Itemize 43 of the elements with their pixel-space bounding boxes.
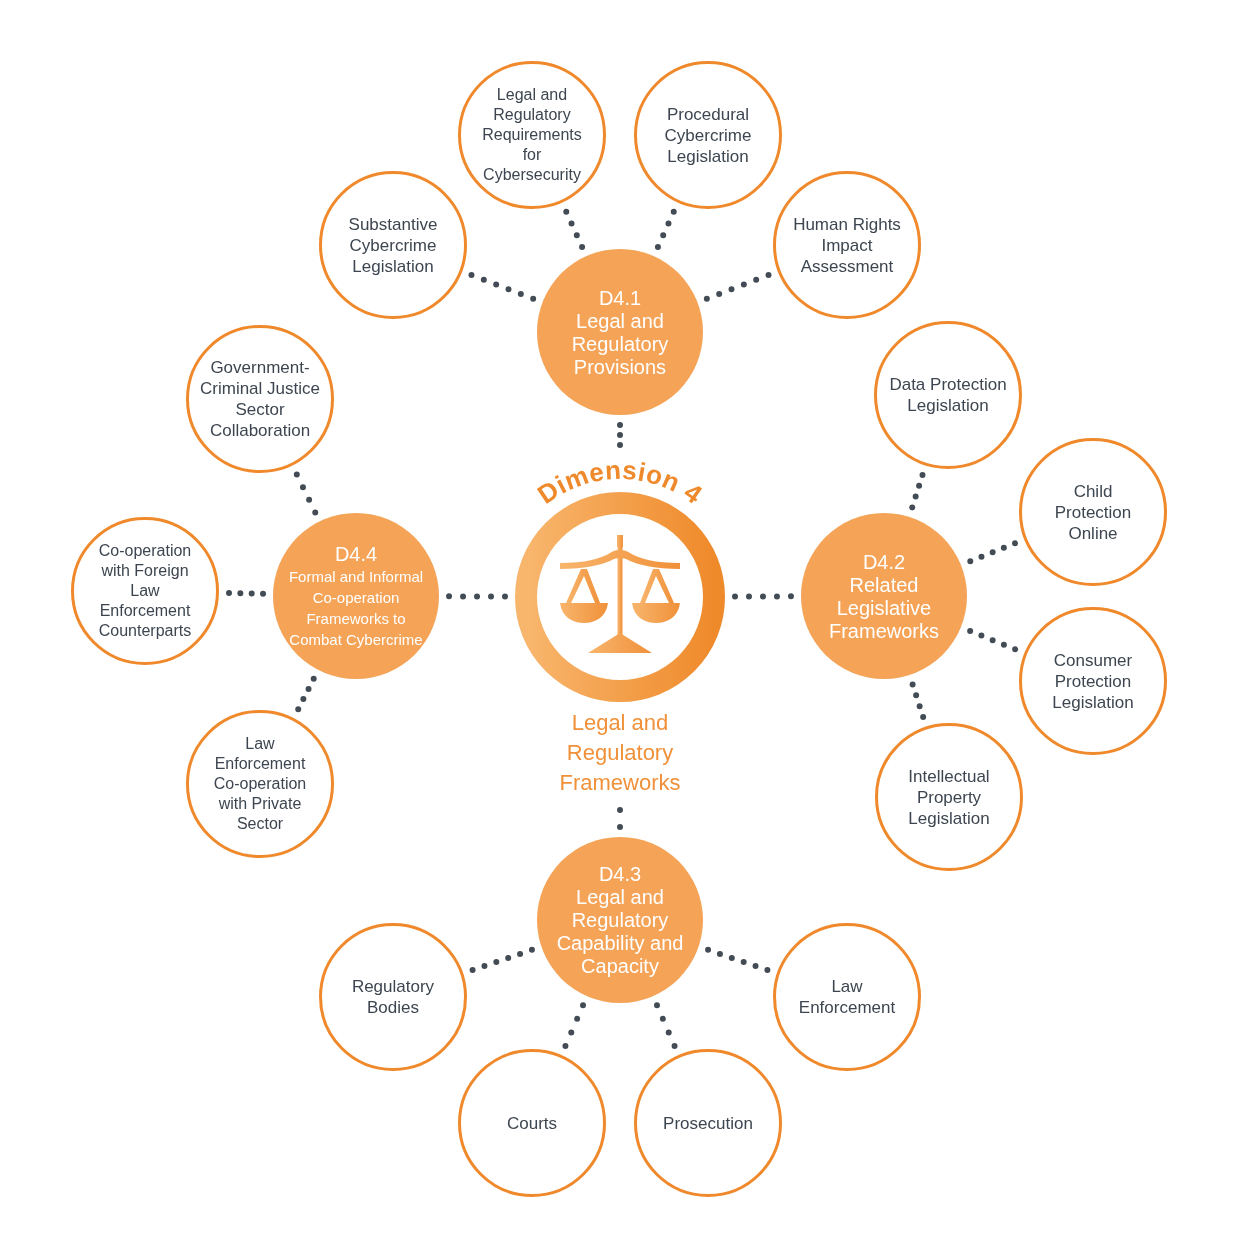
topic-label: Intellectual Property Legislation [907,765,991,829]
dotted-connector [617,422,623,448]
dimension-code: D4.2 [862,549,906,574]
topic-label: Substantive Cybercrime Legislation [347,213,439,277]
dotted-connector [469,946,535,973]
topic-label: Law Enforcement Co-operation with Private Sector [212,734,308,834]
curved-heading: Dimension 4 [532,454,709,510]
topic-label: Procedural Cybercrime Legislation [663,103,753,167]
topic-label: Regulatory Bodies [350,976,436,1018]
dotted-connector [226,590,267,597]
dotted-connector [909,472,926,511]
dotted-connector [654,1002,678,1049]
dotted-connector [293,471,319,516]
dotted-connector [705,946,771,973]
center-title: Legal and Regulatory Frameworks [558,709,682,797]
dimension-title: Legal and Regulatory Provisions [570,309,670,379]
topic-label: Human Rights Impact Assessment [792,213,902,277]
dotted-connector [563,208,586,251]
dotted-connector [909,681,927,721]
dimension-code: D4.1 [598,285,642,310]
topic-label: Law Enforcement [797,976,897,1018]
topic-label: Co-operation with Foreign Law Enforcement Counterparts [97,541,193,641]
dotted-connector [703,272,772,302]
dotted-connector [654,208,677,251]
dotted-connector [562,1002,586,1049]
dimension-title: Related Legislative Frameworks [828,573,940,643]
dotted-connector [468,272,537,302]
dotted-connector [732,593,794,600]
dimension-code: D4.4 [334,542,378,566]
dotted-connector [967,540,1019,565]
topic-label: Government-Criminal Justice Sector Collaboration [199,357,321,441]
topic-label: Child Protection Online [1053,480,1133,544]
dotted-connector [617,807,623,830]
topic-label: Courts [505,1112,559,1134]
topic-label: Legal and Regulatory Requirements for Cybersecurity [481,85,583,185]
topic-label: Data Protection Legislation [888,374,1008,416]
dimension-title: Formal and Informal Co-operation Frameworks to Combat Cybercrime [287,567,425,650]
topic-label: Consumer Protection Legislation [1051,649,1135,713]
dotted-connector [967,628,1019,653]
dimension-title: Legal and Regulatory Capability and Capacity [555,886,685,978]
dotted-connector [446,593,508,600]
topic-label: Prosecution [662,1112,754,1134]
dimension-code: D4.3 [598,862,642,886]
